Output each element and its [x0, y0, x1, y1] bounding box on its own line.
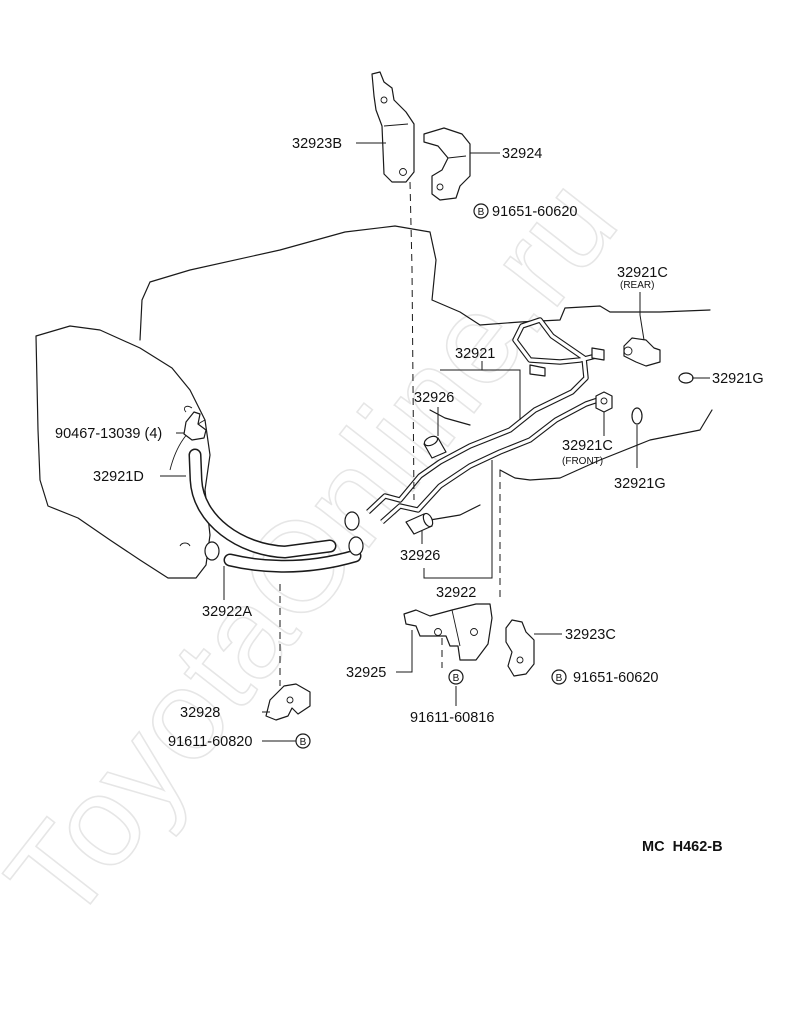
- dash-line-upper-bracket: [409, 181, 415, 501]
- label-90467: 90467-13039 (4): [55, 426, 162, 442]
- label-front-note: (FRONT): [562, 456, 603, 467]
- label-32923C: 32923C: [565, 627, 616, 643]
- label-32921G-bottom: 32921G: [614, 476, 666, 492]
- union-32921C-rear: [623, 337, 661, 367]
- bracket-32923B: [371, 71, 415, 183]
- label-32921D: 32921D: [93, 469, 144, 485]
- diagram-code: MC H462-B: [642, 839, 723, 855]
- bolt-symbol-left: B: [295, 733, 311, 749]
- label-32921C-rear: 32921C: [617, 265, 668, 281]
- label-bolt-right: 91651-60620: [573, 670, 658, 686]
- svg-text:B: B: [300, 737, 307, 748]
- bolt-symbol-right: B: [551, 669, 567, 685]
- label-32921G-top: 32921G: [712, 371, 764, 387]
- sleeve-32926-bottom: [405, 512, 434, 535]
- pipe-fitting-upper: [529, 347, 605, 377]
- clamp-32924: [423, 127, 471, 201]
- label-32921C-front: 32921C: [562, 438, 613, 454]
- hose-32922A: [223, 549, 362, 573]
- label-32926-bottom: 32926: [400, 548, 440, 564]
- hose-clamps: [179, 511, 364, 561]
- svg-text:B: B: [556, 673, 563, 684]
- cooler-pipe-32922: [380, 395, 605, 525]
- label-32928: 32928: [180, 705, 220, 721]
- clamp-32923C: [505, 619, 535, 677]
- leader-lines: [160, 142, 710, 742]
- label-bolt-mid: 91611-60816: [410, 710, 494, 726]
- label-32922A: 32922A: [202, 604, 252, 620]
- svg-text:B: B: [453, 673, 460, 684]
- bolt-symbol-mid: B: [448, 669, 464, 685]
- bolt-symbol-top: B: [473, 203, 489, 219]
- union-32921C-front: [595, 391, 613, 413]
- label-bolt-left: 91611-60820: [168, 734, 252, 750]
- engine-outline: [139, 225, 713, 521]
- label-32922: 32922: [436, 585, 476, 601]
- oring-32921G-bottom: [631, 407, 643, 425]
- label-rear-note: (REAR): [620, 280, 654, 291]
- label-32925: 32925: [346, 665, 386, 681]
- label-32921: 32921: [455, 346, 495, 362]
- svg-text:B: B: [478, 207, 485, 218]
- cooler-pipe-32921: [366, 317, 601, 515]
- hose-32921D: [188, 448, 337, 559]
- bracket-32928: [265, 683, 311, 721]
- transmission-housing: [35, 325, 211, 579]
- sleeve-32926-top: [423, 435, 447, 459]
- oring-32921G-top: [678, 372, 694, 384]
- label-32924: 32924: [502, 146, 542, 162]
- clip-90467: [183, 405, 207, 441]
- label-32923B: 32923B: [292, 136, 342, 152]
- bracket-32925: [403, 603, 493, 661]
- label-bolt-top: 91651-60620: [492, 204, 577, 220]
- label-32926-top: 32926: [414, 390, 454, 406]
